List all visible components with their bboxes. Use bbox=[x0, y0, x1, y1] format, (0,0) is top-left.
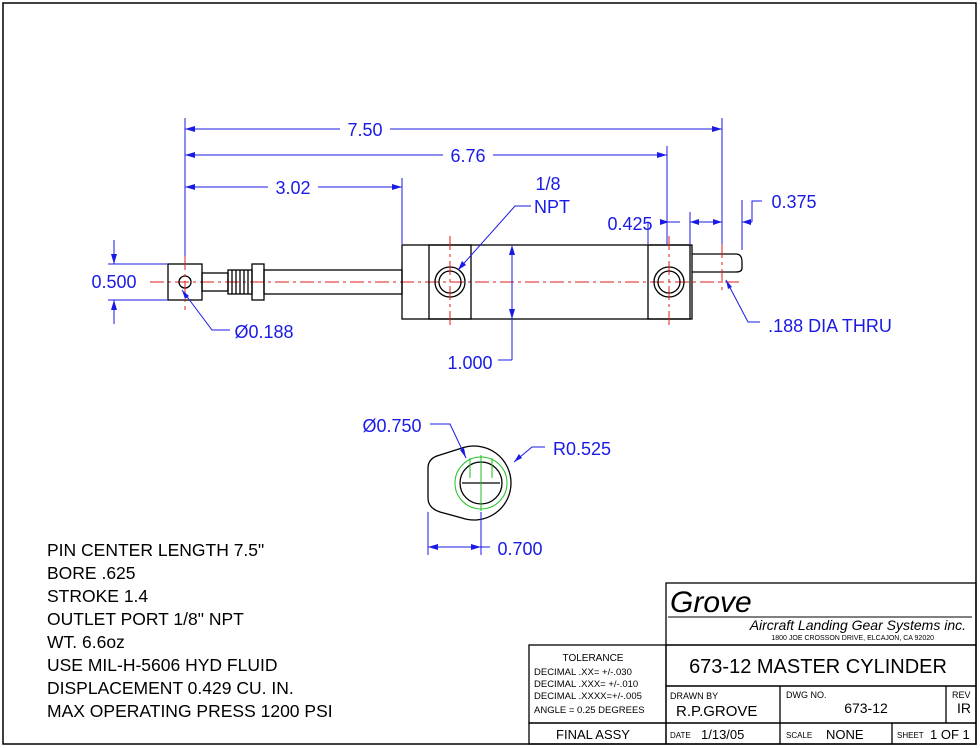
dim-thru-hole: .188 DIA THRU bbox=[768, 316, 892, 336]
top-view-dimensions: 7.50 6.76 3.02 1/8 NPT 0.425 0. bbox=[91, 118, 892, 373]
note-line: WT. 6.6oz bbox=[47, 632, 125, 652]
dim-rod-end-height: 0.500 bbox=[91, 272, 136, 292]
dim-tab-offset: 0.375 bbox=[771, 192, 816, 212]
dim-rod-extension: 3.02 bbox=[275, 178, 310, 198]
dim-boss-diameter: Ø0.750 bbox=[362, 416, 421, 436]
dim-port-label-line2: NPT bbox=[534, 197, 570, 217]
tolerance-line: ANGLE = 0.25 DEGREES bbox=[534, 705, 645, 716]
dim-port-offset: 0.425 bbox=[607, 214, 652, 234]
scale-label: SCALE bbox=[786, 731, 812, 740]
company-address: 1800 JOE CROSSON DRIVE, ELCAJON, CA 9202… bbox=[771, 635, 934, 642]
dim-rod-end-hole: Ø0.188 bbox=[234, 322, 293, 342]
dwg-no-label: DWG NO. bbox=[786, 690, 827, 700]
sheet-label: SHEET bbox=[897, 731, 924, 740]
cylinder-side-view bbox=[150, 236, 743, 328]
note-line: MAX OPERATING PRESS 1200 PSI bbox=[47, 701, 333, 721]
note-line: STROKE 1.4 bbox=[47, 586, 148, 606]
title-block: Grove Aircraft Landing Gear Systems inc.… bbox=[528, 582, 977, 745]
dim-port-label-line1: 1/8 bbox=[535, 174, 560, 194]
general-notes: PIN CENTER LENGTH 7.5" BORE .625 STROKE … bbox=[47, 540, 333, 721]
drawn-by-label: DRAWN BY bbox=[670, 691, 718, 701]
tolerance-line: DECIMAL .XXXX=+/-.005 bbox=[534, 691, 642, 702]
scale-value: NONE bbox=[826, 727, 864, 742]
cylinder-body bbox=[401, 244, 693, 320]
boss-outline bbox=[427, 445, 512, 521]
final-assy: FINAL ASSY bbox=[556, 727, 630, 742]
company-logo: Grove bbox=[670, 586, 752, 619]
note-line: OUTLET PORT 1/8" NPT bbox=[47, 609, 244, 629]
dim-body-length: 6.76 bbox=[450, 146, 485, 166]
end-tab bbox=[692, 253, 743, 273]
tolerance-line: DECIMAL .XX= +/-.030 bbox=[534, 667, 632, 678]
dim-boss-radius: R0.525 bbox=[553, 439, 611, 459]
company-name: Aircraft Landing Gear Systems inc. bbox=[749, 617, 966, 633]
boss-end-view: Ø0.750 R0.525 0.700 bbox=[362, 416, 611, 559]
dim-body-diameter: 1.000 bbox=[447, 353, 492, 373]
tolerance-heading: TOLERANCE bbox=[563, 653, 624, 664]
date-value: 1/13/05 bbox=[701, 727, 744, 742]
rev-value: IR bbox=[957, 700, 971, 716]
drawing-title: 673-12 MASTER CYLINDER bbox=[689, 656, 947, 678]
note-line: USE MIL-H-5606 HYD FLUID bbox=[47, 655, 277, 675]
rev-label: REV bbox=[952, 690, 971, 700]
note-line: BORE .625 bbox=[47, 563, 136, 583]
sheet-value: 1 OF 1 bbox=[930, 727, 970, 742]
note-line: PIN CENTER LENGTH 7.5" bbox=[47, 540, 264, 560]
tolerance-line: DECIMAL .XXX= +/-.010 bbox=[534, 679, 638, 690]
drawn-by: R.P.GROVE bbox=[676, 703, 757, 720]
dwg-no: 673-12 bbox=[844, 700, 888, 716]
dim-boss-width: 0.700 bbox=[497, 539, 542, 559]
dim-overall-length: 7.50 bbox=[347, 120, 382, 140]
note-line: DISPLACEMENT 0.429 CU. IN. bbox=[47, 678, 294, 698]
date-label: DATE bbox=[670, 731, 691, 740]
